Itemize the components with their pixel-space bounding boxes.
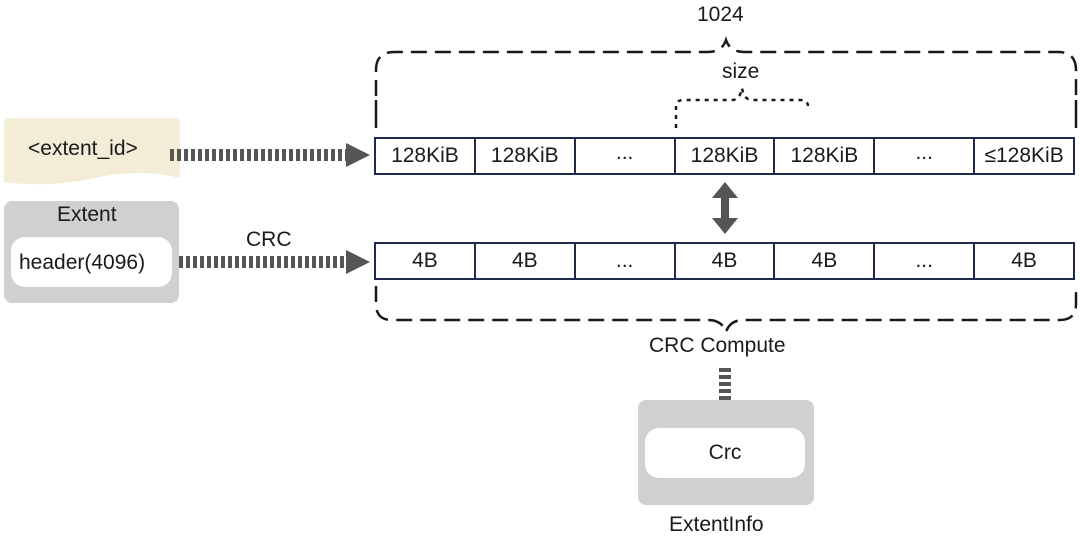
label-header: header(4096) <box>19 251 146 274</box>
crc-block: 4B <box>775 244 876 278</box>
header-pill <box>11 237 172 287</box>
label-extent-id: <extent_id> <box>28 137 138 160</box>
data-block: 128KiB <box>676 139 776 173</box>
double-arrow-head-down <box>712 218 738 234</box>
brace-1024-sides <box>374 100 1078 128</box>
extent-id-document-shape <box>4 118 180 185</box>
double-arrow-head-up <box>712 182 738 198</box>
label-size: size <box>722 60 760 83</box>
brace-size <box>674 87 810 128</box>
brace-crc-compute <box>374 286 1078 336</box>
data-block-row: 128KiB 128KiB ... 128KiB 128KiB ... ≤128… <box>374 137 1075 175</box>
label-crc-compute: CRC Compute <box>649 334 786 357</box>
label-extent: Extent <box>57 203 117 226</box>
brace-1024 <box>374 36 1078 96</box>
arrowhead-header-crc <box>346 250 370 274</box>
data-block-ellipsis: ... <box>875 139 976 173</box>
data-block: 128KiB <box>775 139 876 173</box>
label-extent-info: ExtentInfo <box>669 513 764 536</box>
data-block: 128KiB <box>376 139 476 173</box>
crc-block-ellipsis: ... <box>576 244 676 278</box>
data-block-ellipsis: ... <box>576 139 676 173</box>
arrowhead-extent-id <box>346 143 370 167</box>
data-block: 128KiB <box>476 139 576 173</box>
crc-block: 4B <box>1011 249 1037 272</box>
crc-block-ellipsis: ... <box>875 244 976 278</box>
crc-block-row: 4B 4B ... 4B 4B ... 4B <box>374 242 1075 280</box>
crc-block: 4B <box>676 244 776 278</box>
label-crc-value: Crc <box>708 441 742 464</box>
crc-pill: Crc <box>645 428 805 478</box>
label-1024: 1024 <box>697 3 744 26</box>
crc-block: 4B <box>476 244 576 278</box>
crc-block: 4B <box>376 244 476 278</box>
label-crc: CRC <box>246 228 292 251</box>
data-block-last: ≤128KiB <box>984 144 1064 167</box>
